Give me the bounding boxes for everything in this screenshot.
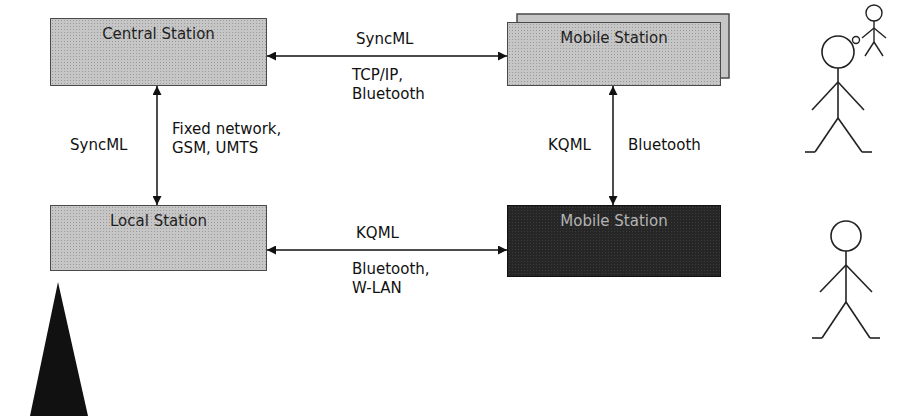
station-box: Central Station bbox=[50, 18, 267, 86]
transport-label: TCP/IP, Bluetooth bbox=[352, 66, 447, 104]
transport-label: Bluetooth bbox=[628, 136, 728, 155]
protocol-label: SyncML bbox=[356, 30, 413, 49]
protocol-label: SyncML bbox=[70, 136, 127, 155]
link-arrow bbox=[267, 249, 507, 251]
station-name: Mobile Station bbox=[508, 23, 720, 47]
station-name: Mobile Station bbox=[508, 206, 720, 230]
station-box: Mobile Station bbox=[507, 22, 721, 86]
antenna-tower bbox=[30, 282, 88, 416]
transport-label: Bluetooth, W-LAN bbox=[352, 260, 452, 298]
station-name: Local Station bbox=[51, 206, 266, 230]
protocol-label: KQML bbox=[356, 224, 399, 243]
person-figure bbox=[805, 36, 872, 152]
protocol-label: KQML bbox=[548, 136, 591, 155]
link-arrow bbox=[612, 86, 614, 205]
person-figure bbox=[812, 221, 880, 338]
link-arrow bbox=[267, 55, 507, 57]
station-box: Mobile Station bbox=[507, 205, 721, 277]
station-name: Central Station bbox=[51, 19, 266, 43]
small-person-figure bbox=[853, 5, 887, 56]
link-arrow bbox=[156, 86, 158, 205]
station-box: Local Station bbox=[50, 205, 267, 271]
transport-label: Fixed network, GSM, UMTS bbox=[172, 120, 312, 158]
